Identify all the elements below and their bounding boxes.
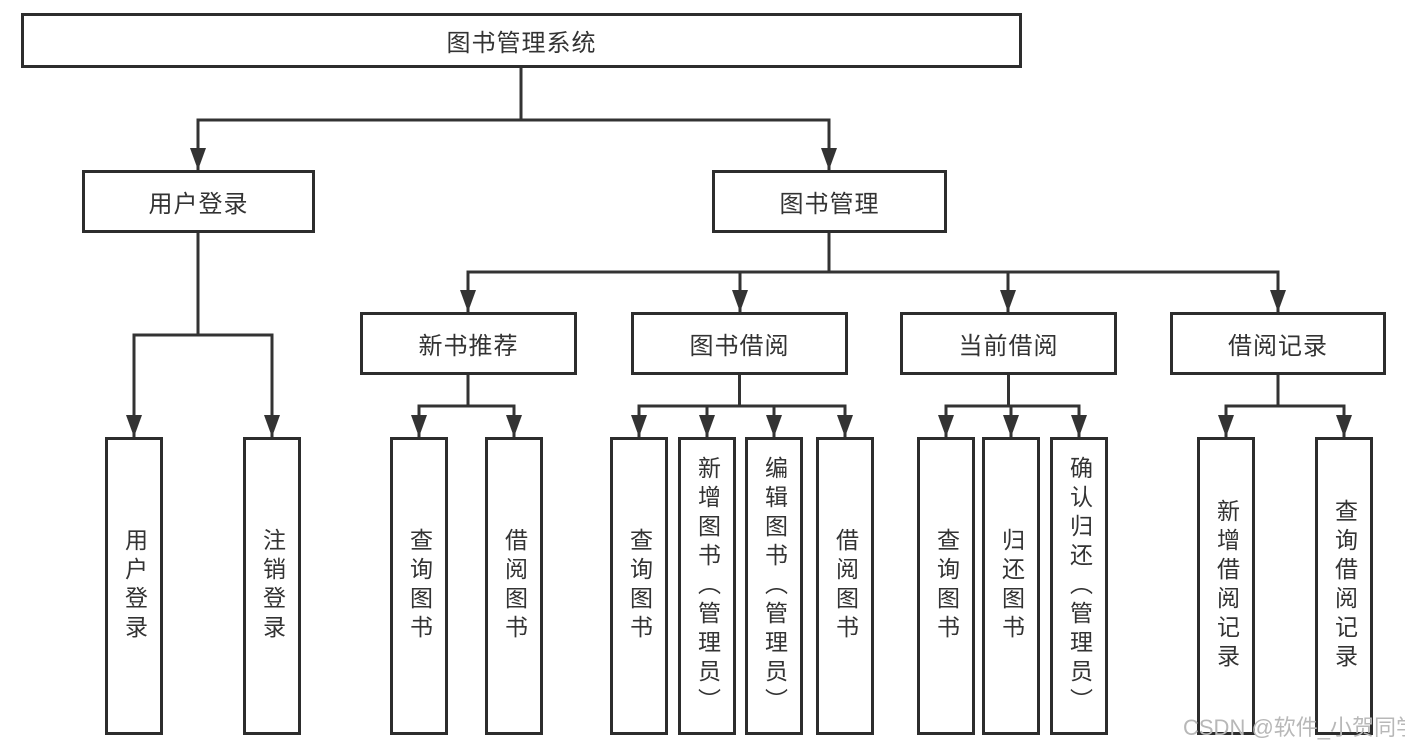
leaf-nb-borrow-books: 借阅图书 [485, 437, 543, 735]
arrow-down-icon [766, 415, 782, 437]
leaf-br-add-record: 新增借阅记录 [1197, 437, 1255, 735]
node-borrow-records: 借阅记录 [1170, 312, 1386, 375]
leaf-cb-confirm-return-admin: 确认归还（管理员） [1050, 437, 1108, 735]
connector-line [196, 118, 831, 170]
arrow-down-icon [732, 290, 748, 312]
arrow-down-icon [1000, 290, 1016, 312]
leaf-user-login: 用户登录 [105, 437, 163, 735]
node-book-management: 图书管理 [712, 170, 947, 233]
leaf-bb-edit-books-admin: 编辑图书（管理员） [745, 437, 803, 735]
leaf-cb-return-books: 归还图书 [982, 437, 1040, 735]
arrow-down-icon [837, 415, 853, 437]
arrow-down-icon [264, 415, 280, 437]
arrow-down-icon [460, 290, 476, 312]
leaf-bb-query-books: 查询图书 [610, 437, 668, 735]
arrow-down-icon [699, 415, 715, 437]
arrow-down-icon [411, 415, 427, 437]
arrow-down-icon [938, 415, 954, 437]
arrow-down-icon [506, 415, 522, 437]
connector-line [637, 404, 847, 437]
arrow-down-icon [190, 148, 206, 170]
arrow-down-icon [126, 415, 142, 437]
arrow-down-icon [1218, 415, 1234, 437]
leaf-cb-query-books: 查询图书 [917, 437, 975, 735]
connector-line [466, 270, 1280, 312]
leaf-br-query-record: 查询借阅记录 [1315, 437, 1373, 735]
node-current-borrow: 当前借阅 [900, 312, 1117, 375]
leaf-nb-query-books: 查询图书 [390, 437, 448, 735]
arrow-down-icon [1336, 415, 1352, 437]
connector-line [1224, 404, 1346, 437]
node-user-login: 用户登录 [82, 170, 315, 233]
arrow-down-icon [821, 148, 837, 170]
leaf-bb-borrow-books: 借阅图书 [816, 437, 874, 735]
node-root-system: 图书管理系统 [21, 13, 1022, 68]
connector-line [417, 404, 516, 437]
arrow-down-icon [1003, 415, 1019, 437]
node-new-book-recommend: 新书推荐 [360, 312, 577, 375]
arrow-down-icon [1270, 290, 1286, 312]
arrow-down-icon [1071, 415, 1087, 437]
connector-line [132, 333, 274, 437]
node-book-borrow: 图书借阅 [631, 312, 848, 375]
csdn-watermark: CSDN @软件_小贺同学 [1183, 715, 1405, 740]
leaf-bb-add-books-admin: 新增图书（管理员） [678, 437, 736, 735]
leaf-logout: 注销登录 [243, 437, 301, 735]
arrow-down-icon [631, 415, 647, 437]
